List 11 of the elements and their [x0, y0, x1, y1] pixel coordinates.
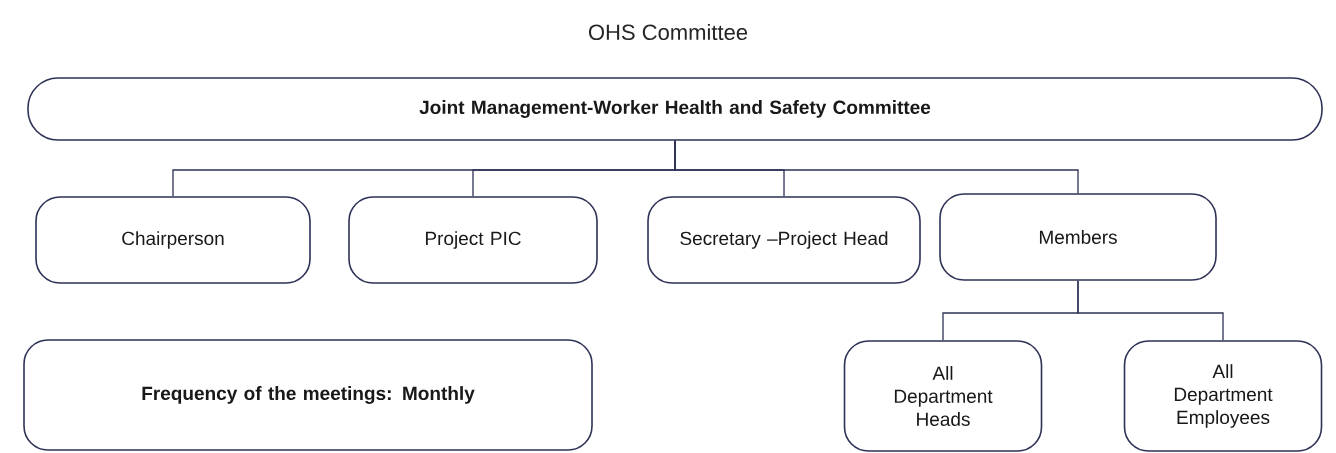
org-box: Members	[939, 193, 1217, 281]
org-box: All Department Employees	[1123, 340, 1323, 452]
org-box: All Department Heads	[843, 340, 1043, 452]
title: OHS Committee	[588, 23, 748, 41]
org-box: Chairperson	[35, 196, 311, 284]
connector-line	[674, 140, 1079, 194]
org-box: Frequency of the meetings: Monthly	[23, 339, 593, 451]
connector-line	[1077, 280, 1224, 341]
org-box: Secretary –Project Head	[647, 196, 921, 284]
org-box: Project PIC	[348, 196, 598, 284]
org-box: Joint Management-Worker Health and Safety Committee	[27, 77, 1323, 141]
